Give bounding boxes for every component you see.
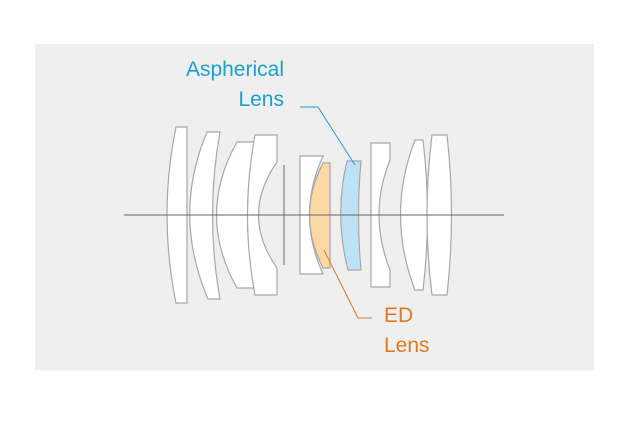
ed-label-line1: ED (384, 304, 414, 327)
ed-leader-line (323, 249, 372, 319)
lens-element-4 (246, 134, 278, 296)
aspherical-label-line2: Lens (238, 88, 284, 111)
aspherical-lens-label: Aspherical Lens (150, 58, 284, 112)
ed-lens-label: ED Lens (384, 304, 430, 358)
aspherical-leader-line (300, 106, 356, 166)
ed-label-line2: Lens (384, 334, 430, 357)
lens-element-8 (370, 142, 391, 288)
aspherical-label-line1: Aspherical (185, 58, 284, 81)
